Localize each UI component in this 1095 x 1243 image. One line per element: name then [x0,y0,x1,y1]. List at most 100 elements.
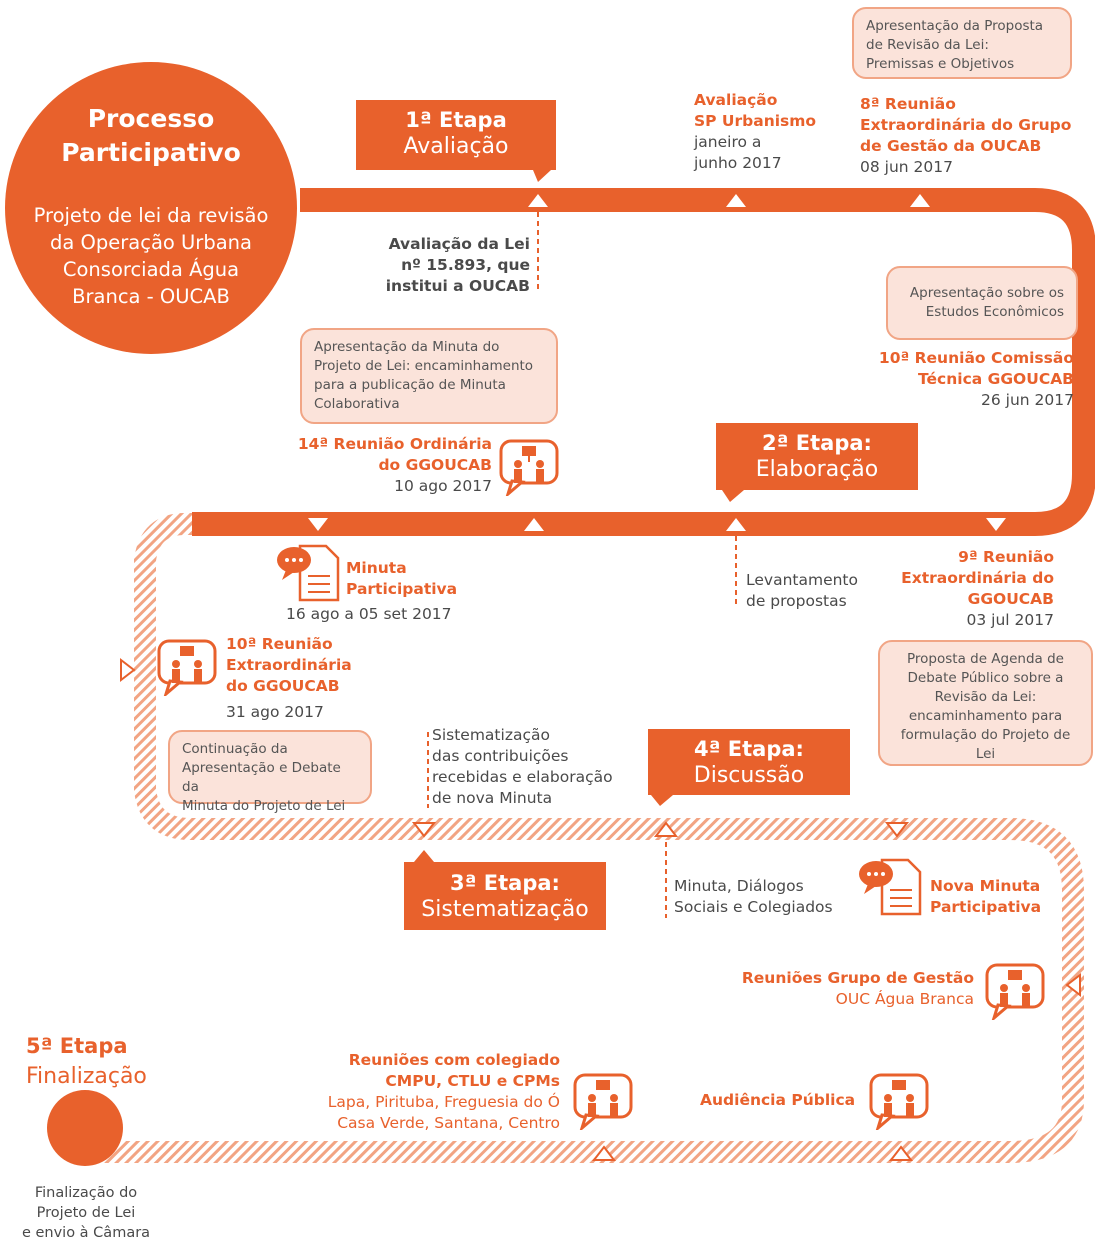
solid-route [192,188,1095,536]
text-line: de Revisão da Lei: [866,37,989,53]
box-minuta: Apresentação da Minuta do Projeto de Lei… [300,328,558,424]
text-line: 9ª Reunião [958,548,1054,566]
text-line: Colaborativa [314,396,400,412]
text-line: Projeto de Lei [36,1205,136,1221]
stage-3-name: Sistematização [421,897,589,922]
text-line: Minuta do Projeto de Lei [182,798,346,814]
stage-2-box: 2ª Etapa: Elaboração [716,423,918,490]
box-10-extraordinaria: Continuação da Apresentação e Debate da … [168,730,372,814]
text-line: de propostas [746,592,847,610]
text-line: recebidas e elaboração [432,768,613,786]
text-line: nº 15.893, que [401,256,530,274]
text-line: do GGOUCAB [378,456,492,474]
text-line: Revisão da Lei: [934,689,1037,705]
route-markers-hatched [120,657,1081,1161]
text-line: de Gestão da OUCAB [860,137,1042,155]
event-minuta-dialogos: Minuta, Diálogos Sociais e Colegiados [674,876,833,918]
main-subtitle-line3: Consorciada Água [62,258,240,281]
text-line: Apresentação sobre os [909,285,1064,301]
box-8-reuniao: Apresentação da Proposta de Revisão da L… [852,7,1072,79]
stage-1-label: 1ª Etapa [405,108,507,132]
event-nova-minuta: Nova Minuta Participativa [930,876,1041,918]
text-line: Sistematização [432,726,550,744]
text-line: do GGOUCAB [226,677,340,695]
main-title-line2: Participativo [61,138,241,167]
text-line: SP Urbanismo [694,112,817,130]
text-line: OUC Água Branca [835,990,974,1008]
meeting-icon [499,439,559,496]
text-line: Minuta, Diálogos [674,877,804,895]
text-line: e envio à Câmara [21,1225,151,1241]
event-levantamento: Levantamento de propostas [746,570,858,612]
stage-4-label: 4ª Etapa: [694,737,804,761]
event-10e-date: 31 ago 2017 [226,703,324,721]
event-date: 08 jun 2017 [860,158,953,176]
document-chat-icon [277,544,340,602]
text-line: formulação do Projeto de Lei [900,727,1071,762]
stage-1-box: 1ª Etapa Avaliação [356,100,556,170]
event-reunioes-grupo: Reuniões Grupo de Gestão OUC Água Branca [740,968,974,1010]
stage-3-box: 3ª Etapa: Sistematização [404,862,606,930]
text-line: Nova Minuta [930,877,1041,895]
main-subtitle-line1: Projeto de lei da revisão [33,204,269,227]
text-line: Finalização do [34,1185,138,1201]
event-date: 03 jul 2017 [966,611,1054,629]
event-sistematizacao: Sistematização das contribuições recebid… [432,725,613,809]
stage-4-name: Discussão [693,763,805,788]
route-markers-solid [308,194,1006,531]
text-line: Minuta [346,559,407,577]
final-circle [47,1090,123,1166]
event-8-reuniao: 8ª Reunião Extraordinária do Grupo de Ge… [860,94,1071,178]
text-line: 14ª Reunião Ordinária [297,435,492,453]
main-subtitle-line4: Branca - OUCAB [72,285,230,308]
event-date: 26 jun 2017 [981,391,1074,409]
text-line: encaminhamento para [908,708,1063,724]
event-10-comissao: 10ª Reunião Comissão Técnica GGOUCAB 26 … [860,348,1074,411]
text-line: 8ª Reunião [860,95,956,113]
text-line: Apresentação da Minuta do [314,339,500,355]
event-finalizacao: Finalização do Projeto de Lei e envio à … [6,1183,166,1243]
event-minuta-participativa: Minuta Participativa [346,558,457,600]
event-9-reuniao: 9ª Reunião Extraordinária do GGOUCAB 03 … [880,547,1054,631]
text-line: Participativa [346,580,458,598]
box-9-reuniao: Proposta de Agenda de Debate Público sob… [878,640,1093,766]
main-title-circle: Processo Participativo Projeto de lei da… [5,62,297,354]
text-line: Avaliação [694,91,778,109]
box-estudos-economicos: Apresentação sobre os Estudos Econômicos [886,266,1078,340]
text-line: de nova Minuta [432,789,553,807]
text-line: Extraordinária do Grupo [860,116,1072,134]
text-line: junho 2017 [694,154,782,172]
stage-2-name: Elaboração [755,457,879,482]
text-line: 10ª Reunião Comissão [878,349,1074,367]
stage-2-label: 2ª Etapa: [762,431,872,455]
text-line: Levantamento [746,571,858,589]
text-line: Premissas e Objetivos [866,56,1015,72]
text-line: Apresentação e Debate da [182,760,341,795]
meeting-icon [869,1073,929,1130]
event-minuta-date: 16 ago a 05 set 2017 [286,605,452,623]
text-line: Avaliação da Lei [388,235,530,253]
text-line: Sociais e Colegiados [674,898,833,916]
meeting-icon [157,639,217,696]
text-line: CMPU, CTLU e CPMs [385,1072,560,1090]
event-10-extraordinaria: 10ª Reunião Extraordinária do GGOUCAB [226,634,352,697]
text-line: Lapa, Pirituba, Freguesia do Ó [327,1093,560,1111]
text-line: Continuação da [182,741,288,757]
text-line: janeiro a [694,133,762,151]
stage-1-name: Avaliação [403,134,509,159]
event-colegiado: Reuniões com colegiado CMPU, CTLU e CPMs… [300,1050,560,1134]
main-subtitle-line2: da Operação Urbana [50,231,252,254]
text-line: Casa Verde, Santana, Centro [337,1114,560,1132]
text-line: Reuniões Grupo de Gestão [741,969,974,987]
text-line: Projeto de Lei: encaminhamento [314,358,534,374]
document-chat-icon [859,858,922,916]
dashed-connectors [427,212,737,918]
stage-3-label: 3ª Etapa: [450,871,560,895]
text-line: Reuniões com colegiado [348,1051,560,1069]
text-line: Extraordinária [226,656,352,674]
meeting-icon [985,963,1045,1020]
text-line: Estudos Econômicos [925,304,1064,320]
text-line: para a publicação de Minuta [314,377,506,393]
meeting-icon [573,1073,633,1130]
